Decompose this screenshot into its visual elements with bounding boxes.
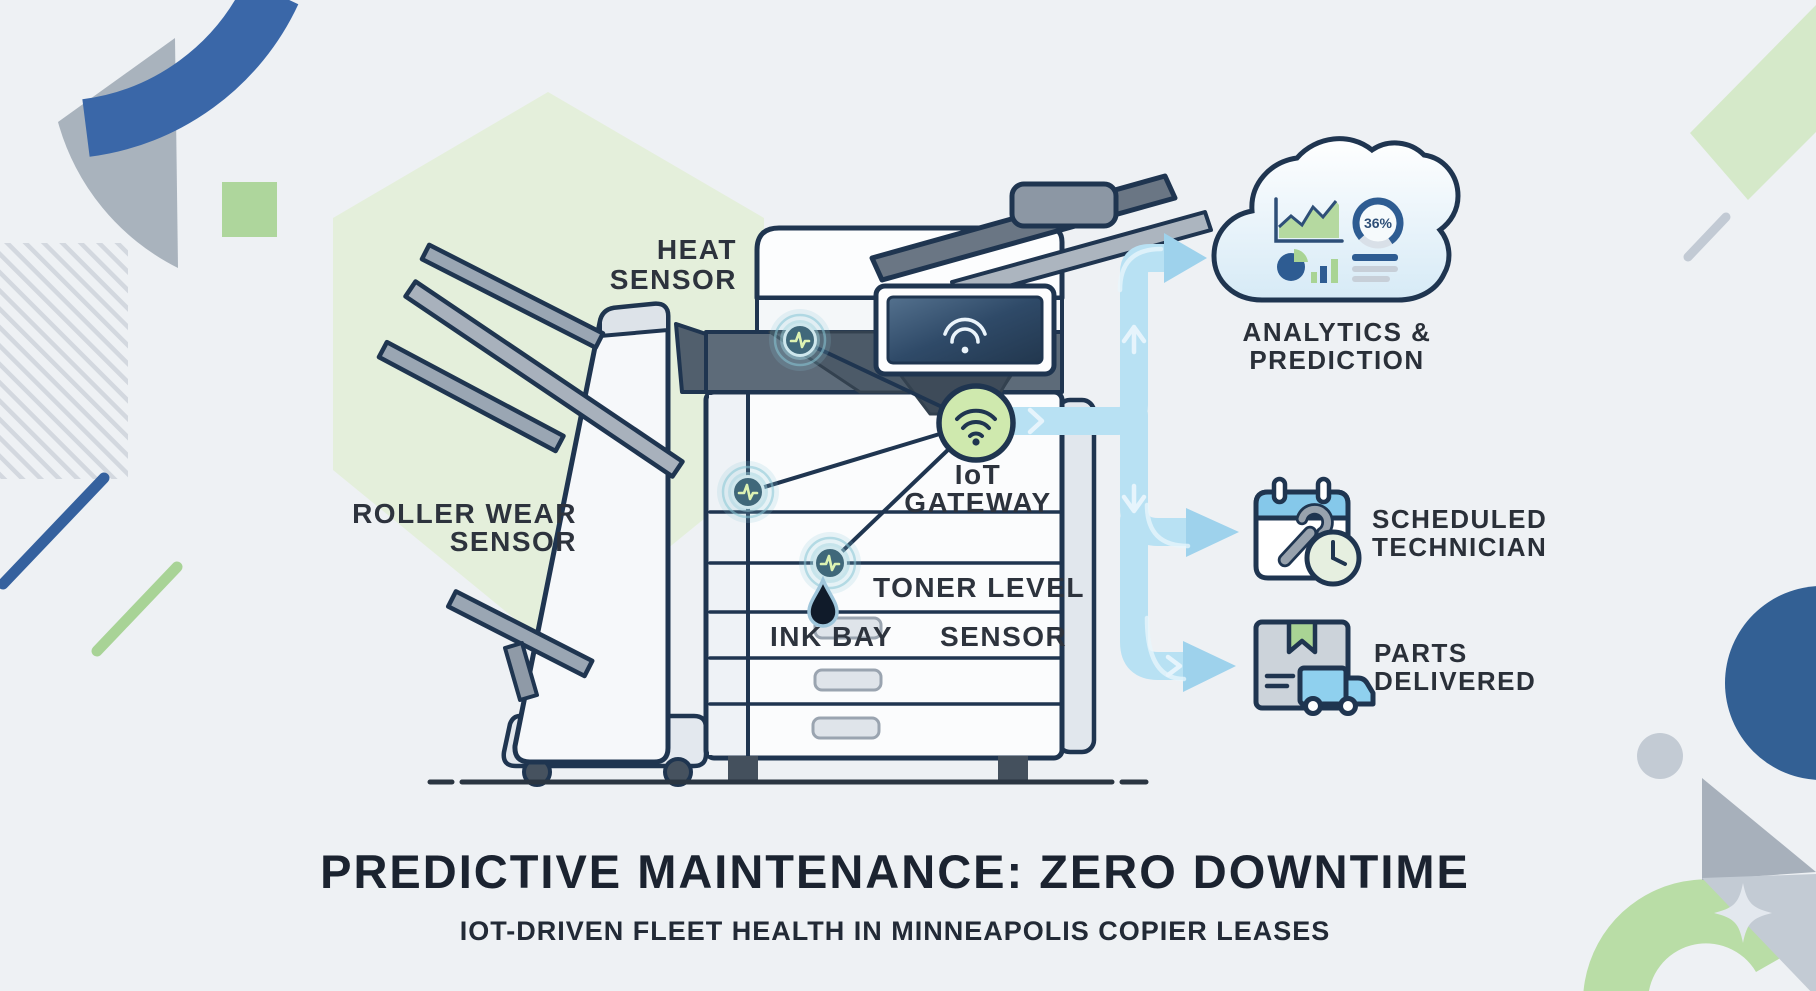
decor-bottom-right	[1583, 586, 1816, 991]
toner-level-label: TONER LEVEL	[873, 572, 1085, 603]
green-band-shape	[1690, 5, 1816, 200]
light-triangle-shape	[1702, 874, 1816, 991]
arrowhead-technician	[1186, 508, 1239, 557]
main-foot	[998, 756, 1028, 781]
output-trays	[376, 242, 685, 702]
gray-tick-line	[1683, 212, 1731, 262]
green-square-shape	[222, 182, 277, 237]
roller-wear-label-1: ROLLER WEAR	[352, 498, 577, 529]
diagram-labels: HEAT SENSOR ROLLER WEAR SENSOR IoT GATEW…	[352, 234, 1085, 652]
heat-sensor-label-1: HEAT	[657, 234, 737, 265]
ribbon-icon	[1286, 619, 1318, 655]
decor-top-left	[0, 0, 299, 657]
page-title: PREDICTIVE MAINTENANCE: ZERO DOWNTIME	[320, 845, 1470, 898]
control-panel	[873, 283, 1057, 377]
feeder-lid	[1009, 181, 1119, 229]
ink-drop-icon	[807, 575, 839, 628]
finisher-wheel	[663, 757, 693, 787]
decor-top-right	[1683, 5, 1816, 262]
blue-arc-shape	[81, 0, 299, 157]
iot-gateway-label-1: IoT	[955, 459, 1002, 490]
diagonal-stripes-shape	[0, 243, 128, 479]
mini-line-chart	[1274, 197, 1344, 243]
donut-metric: 36%	[1364, 215, 1393, 231]
output-labels: ANALYTICS & PREDICTION SCHEDULED TECHNIC…	[1243, 317, 1547, 696]
parts-label-1: PARTS	[1374, 638, 1468, 668]
wifi-icon	[955, 408, 997, 446]
calendar-peg	[1271, 476, 1288, 505]
green-diagonal-line	[91, 561, 183, 657]
iot-gateway	[936, 383, 1016, 463]
iot-gateway-label-2: GATEWAY	[904, 487, 1051, 518]
ink-bay-label: INK BAY	[770, 621, 893, 652]
copier-illustration	[376, 173, 1213, 787]
clock-icon	[1304, 529, 1362, 587]
box-truck-icon	[1253, 619, 1376, 716]
wrench-icon	[1277, 503, 1334, 568]
roller-wear-label-2: SENSOR	[450, 526, 577, 557]
toner-sensor-label: SENSOR	[940, 621, 1067, 652]
document-feeder	[869, 173, 1213, 302]
wifi-screen-icon	[943, 317, 987, 354]
blue-circle-shape	[1725, 586, 1816, 780]
sparkle-icon	[1714, 883, 1772, 943]
calendar-peg	[1315, 476, 1332, 505]
page-subtitle: IOT-DRIVEN FLEET HEALTH IN MINNEAPOLIS C…	[460, 916, 1331, 946]
blue-diagonal-line	[0, 472, 110, 590]
technician-label-1: SCHEDULED	[1372, 504, 1547, 534]
roller-pulse-sensor-icon	[715, 459, 781, 525]
drawer-handles	[811, 616, 883, 740]
scan-bridge-tip	[674, 322, 708, 394]
analytics-label-1: ANALYTICS &	[1243, 317, 1432, 347]
pipe-chevrons	[1027, 246, 1191, 682]
footer: PREDICTIVE MAINTENANCE: ZERO DOWNTIME IO…	[320, 845, 1470, 946]
truck-icon	[1297, 665, 1376, 716]
heat-pulse-sensor-icon	[767, 307, 833, 373]
analytics-label-2: PREDICTION	[1249, 345, 1424, 375]
calendar-wrench-clock-icon	[1253, 476, 1362, 587]
cloud-analytics-icon: 36%	[1211, 136, 1461, 303]
dark-triangle-shape	[1702, 778, 1816, 880]
finisher-top-face	[598, 301, 670, 338]
donut-progress: 36%	[1352, 197, 1404, 249]
mini-pie-chart	[1277, 249, 1308, 281]
flow-pipes	[992, 233, 1239, 692]
main-left-strip	[709, 395, 748, 755]
parts-label-2: DELIVERED	[1374, 666, 1536, 696]
heat-sensor-label-2: SENSOR	[610, 264, 737, 295]
mini-text-lines	[1352, 254, 1398, 282]
mini-bar-chart	[1311, 259, 1338, 283]
technician-label-2: TECHNICIAN	[1372, 532, 1547, 562]
arrowhead-parts	[1183, 641, 1236, 692]
toner-pulse-sensor-icon	[797, 530, 863, 596]
main-foot	[728, 756, 758, 781]
gray-dot-shape	[1637, 733, 1683, 779]
arrowhead-cloud	[1164, 233, 1207, 283]
